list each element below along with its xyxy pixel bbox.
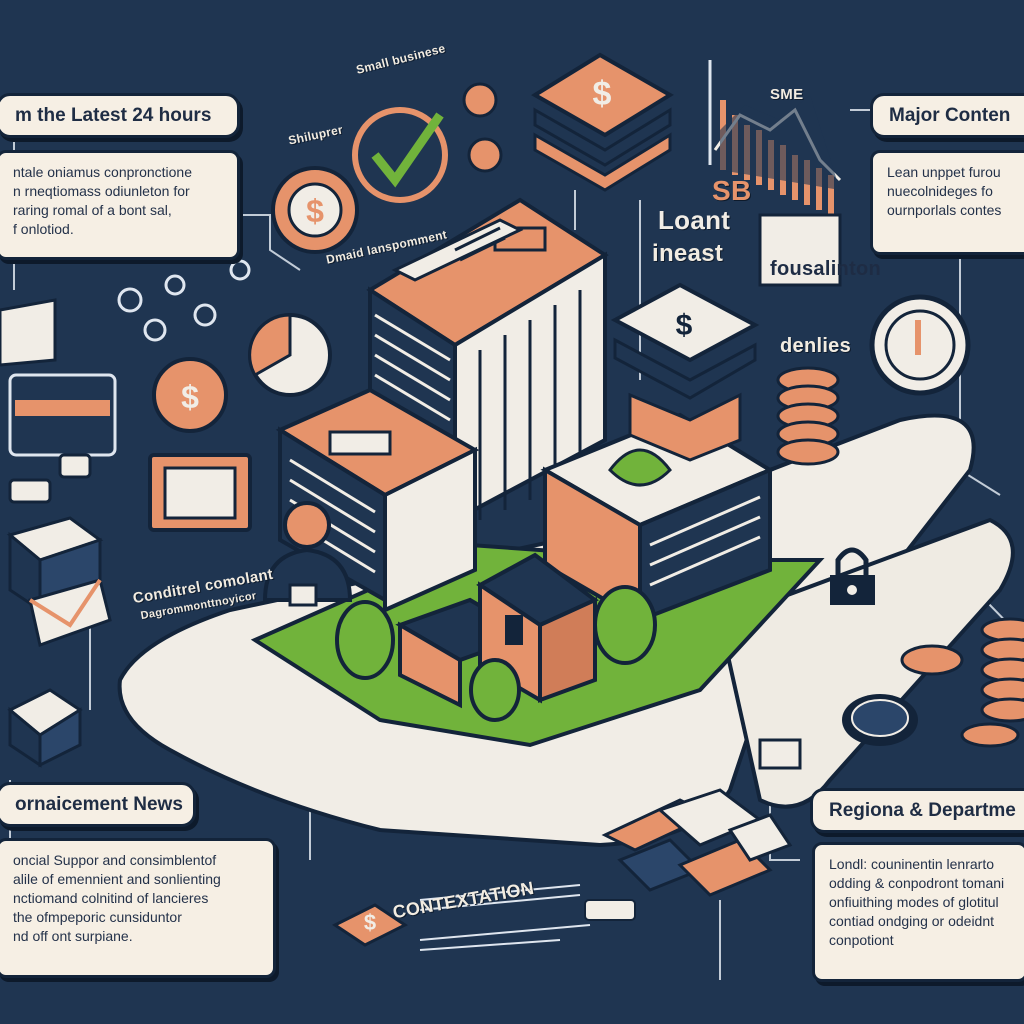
panel-major-line: Lean unppet furou — [887, 164, 1001, 180]
left-widgets — [0, 298, 252, 768]
panel-news-line: nd off ont surpiane. — [13, 927, 133, 944]
heading-news: ornaicement News — [0, 782, 196, 827]
panel-news-line: the ofmpeporic cunsiduntor — [13, 908, 182, 925]
check-icon — [352, 82, 503, 203]
panel-regional-line: Londl: couninentin lenrarto — [829, 856, 995, 872]
heading-regional: Regiona & Departme — [810, 788, 1024, 833]
panel-news-line: alile of emennient and sonlienting — [13, 870, 221, 887]
panel-latest-line: n rneqtiomass odiunleton for — [13, 182, 190, 199]
panel-latest-line: f onlotiod. — [13, 220, 74, 237]
panel-regional-line: odding & conpodront tomani — [829, 874, 1005, 891]
dollar-badge-icon — [758, 694, 918, 770]
document-sheet — [391, 218, 524, 282]
bottom-tiles: $ — [332, 788, 793, 951]
person-lock-icon — [262, 501, 353, 607]
heading-latest: m the Latest 24 hours — [0, 93, 240, 138]
svg-text:$: $ — [676, 309, 693, 342]
label-sb: SB — [712, 175, 752, 206]
label-sme: SME — [770, 86, 804, 103]
dollar-stack-top: $ — [531, 52, 674, 192]
svg-text:$: $ — [306, 193, 324, 229]
panel-regional-line: onfiuithing modes of glotitul — [829, 893, 999, 910]
panel-news-line: nctiomand colnitind of lancieres — [13, 889, 209, 906]
label-loant: Loant — [658, 205, 731, 235]
label-foundation: fousalinton — [770, 258, 882, 280]
panel-regional-line: conpotiont — [829, 931, 894, 948]
panel-latest-line: raring romal of a bont sal, — [13, 201, 172, 218]
dollar-icon: $ $ — [152, 166, 359, 433]
left-building — [275, 387, 480, 614]
panel-major: Lean unppet furou nuecolnideges fo ournp… — [870, 150, 1024, 255]
lock-icon — [830, 547, 875, 605]
label-denlies: denlies — [780, 335, 852, 357]
panel-news-line: oncial Suppor and consimblentof — [13, 852, 217, 868]
panel-latest: ntale oniamus conpronctione n rneqtiomas… — [0, 150, 240, 260]
svg-text:$: $ — [181, 379, 199, 415]
clock-icon — [869, 294, 971, 396]
pie-chart-icon — [248, 313, 332, 397]
panel-latest-line: ntale oniamus conpronctione — [13, 164, 193, 180]
envelope-icon — [28, 578, 112, 647]
trees — [335, 585, 657, 722]
gear-icon — [117, 259, 251, 342]
panel-major-line: ournporlals contes — [887, 201, 1002, 218]
svg-text:$: $ — [364, 910, 376, 935]
dollar-block-right: $ — [610, 282, 760, 462]
svg-text:$: $ — [593, 75, 612, 113]
panel-major-line: nuecolnideges fo — [887, 182, 993, 199]
panel-regional-line: contiad ondging or odeidnt — [829, 912, 995, 929]
heading-major: Major Conten — [870, 93, 1024, 138]
coin-stack-icon — [776, 366, 1024, 748]
line-chart-icon — [708, 60, 842, 287]
panel-regional: Londl: couninentin lenrarto odding & con… — [812, 842, 1024, 982]
label-ineast: ineast — [652, 240, 724, 267]
panel-news: oncial Suppor and consimblentof alile of… — [0, 838, 276, 978]
